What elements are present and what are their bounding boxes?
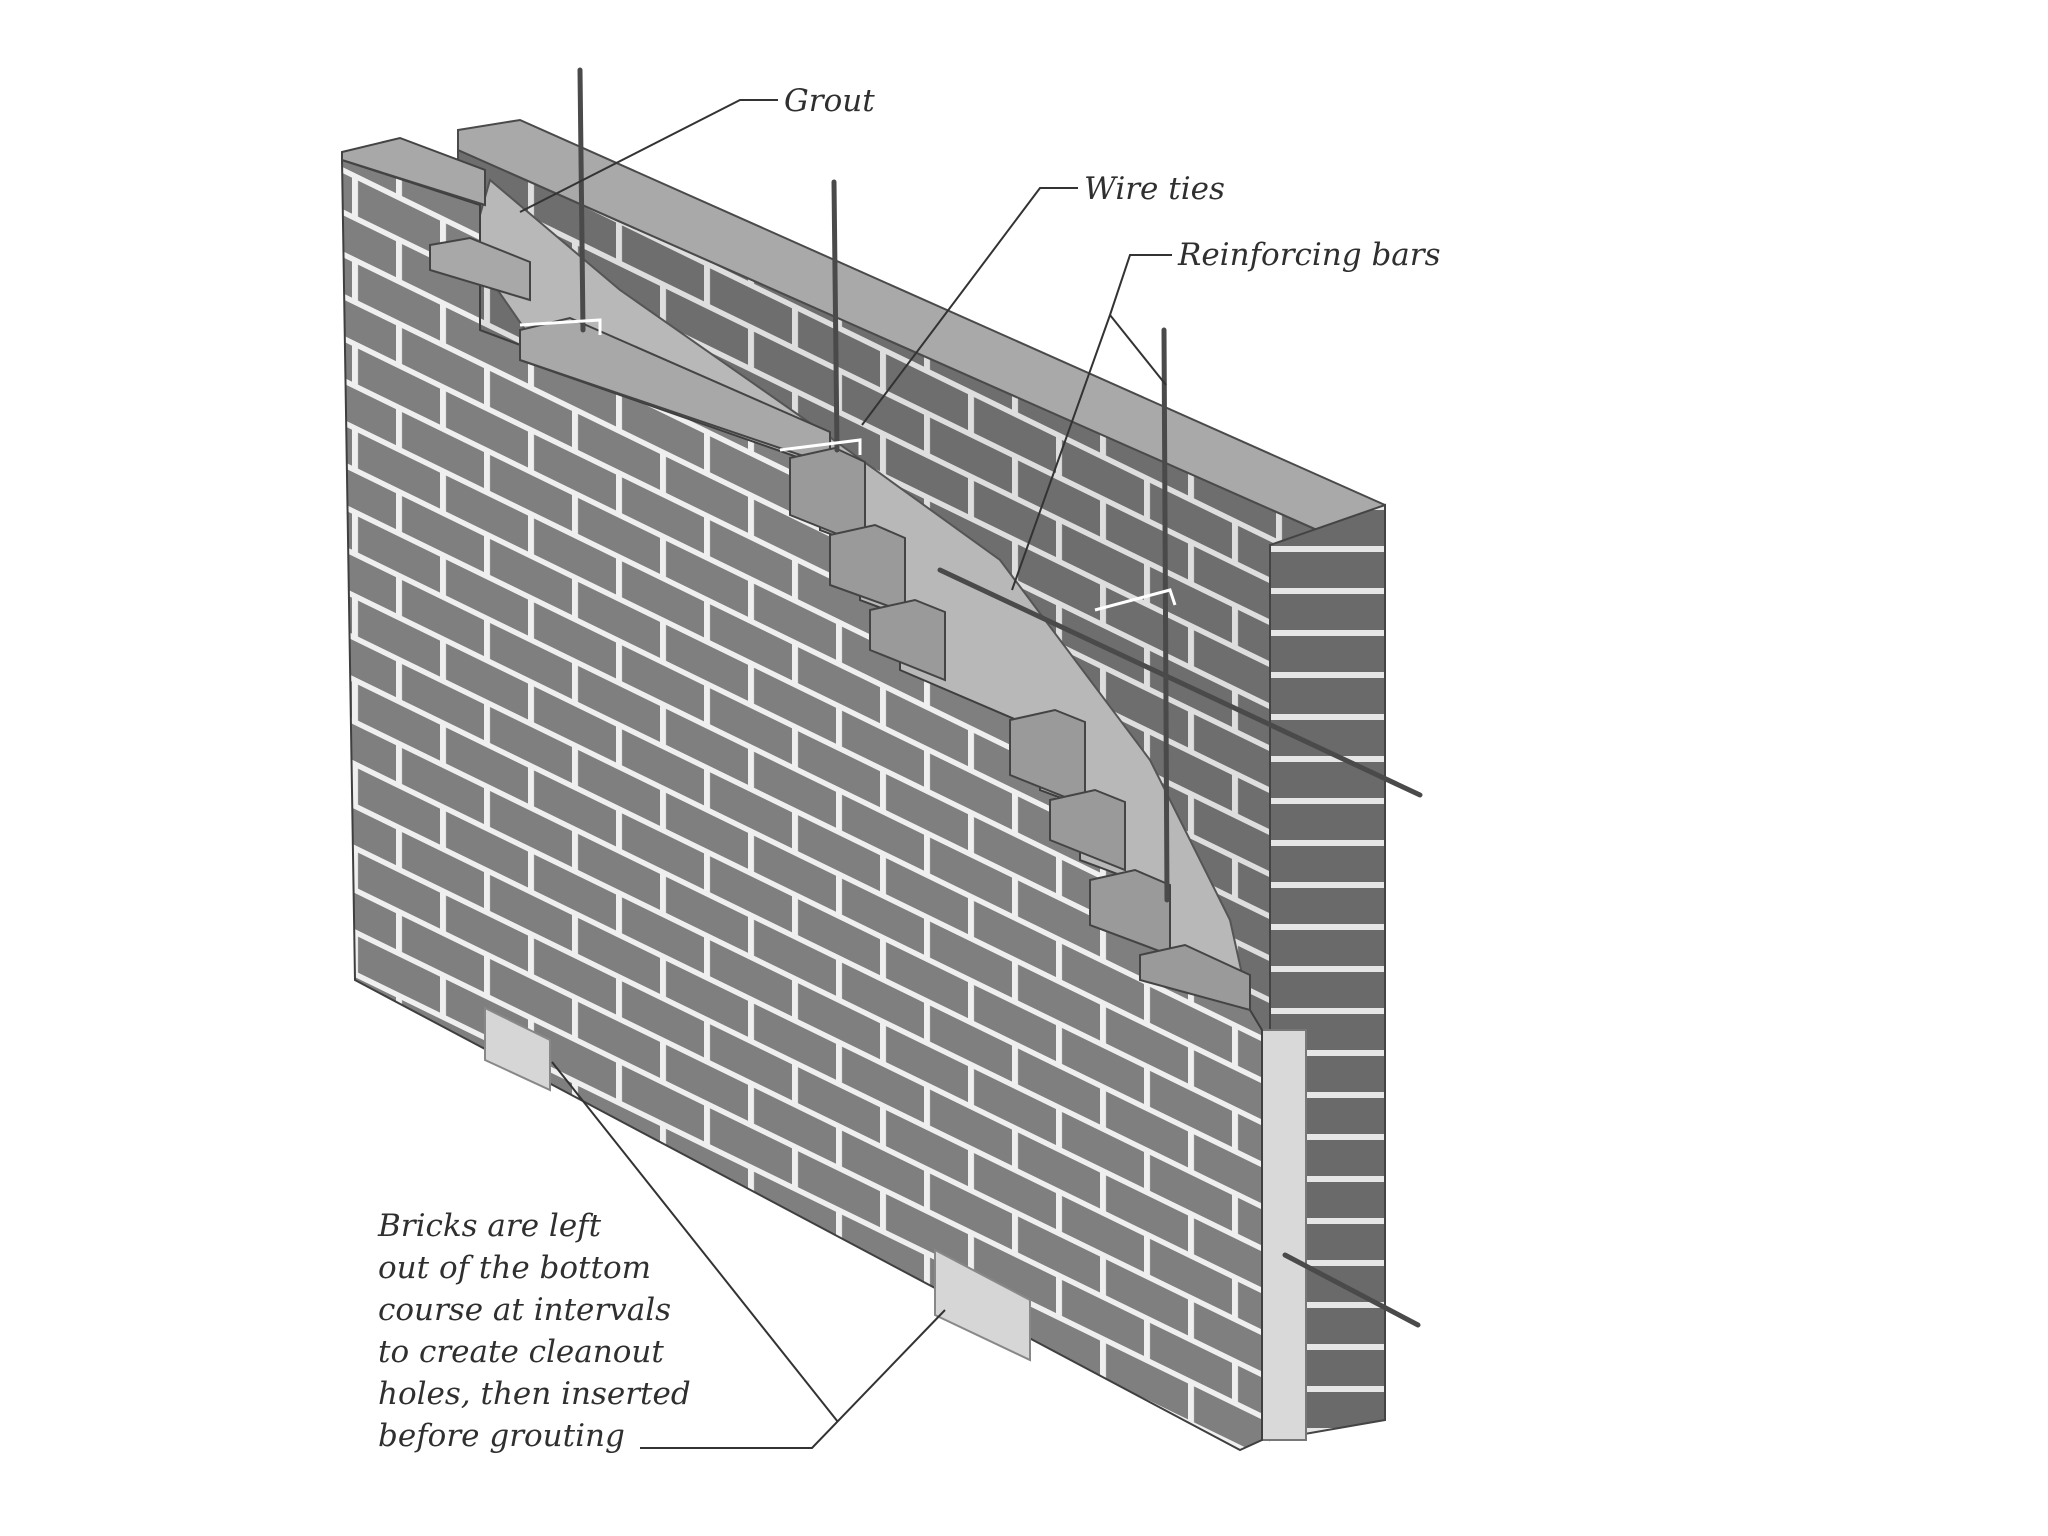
cleanout-note: Bricks are left out of the bottom course… [378, 1205, 691, 1457]
grout-column [1261, 1029, 1307, 1441]
cleanout-note-line-3: course at intervals [378, 1292, 672, 1328]
wire-tie-2 [779, 438, 862, 455]
vertical-rebar-2 [831, 179, 840, 453]
cleanout-hole-right [934, 1248, 1031, 1362]
cleanout-leader [640, 1309, 946, 1449]
reinforcing-bars-label: Reinforcing bars [1178, 237, 1441, 273]
front-top-step-8 [1049, 788, 1126, 872]
cleanout-leader-branch [551, 1061, 839, 1423]
front-top-step-2 [429, 236, 531, 302]
cleanout-note-line-6: before grouting [378, 1418, 625, 1454]
wire-tie-1 [519, 318, 602, 335]
front-top-step-9 [1089, 868, 1171, 957]
wire-ties-leader [861, 187, 1078, 426]
wire-ties-label: Wire ties [1084, 171, 1225, 207]
leader-lines [519, 99, 1172, 1449]
front-top-step-10 [1139, 943, 1251, 1012]
wire-ties [519, 318, 1177, 612]
front-top-step-4 [789, 446, 866, 547]
wire-tie-3 [1094, 588, 1177, 612]
reinforcing-bars-leader-branch [1109, 314, 1167, 386]
front-top-step-1 [341, 136, 486, 207]
front-top-step-7 [1009, 708, 1086, 807]
vertical-rebar-1 [577, 67, 586, 333]
cleanout-note-line-1: Bricks are left [378, 1208, 602, 1244]
cleanout-note-line-4: to create cleanout [378, 1334, 664, 1370]
horizontal-rebar-2 [1282, 1252, 1421, 1328]
grout-label: Grout [784, 83, 875, 119]
cleanout-hole-left [484, 1006, 551, 1092]
reinforcing-bars [577, 67, 1423, 1328]
cleanout-note-line-2: out of the bottom [378, 1250, 652, 1286]
cleanout-note-line-5: holes, then inserted [378, 1376, 691, 1412]
vertical-rebar-3 [1161, 327, 1170, 903]
front-wythe [340, 136, 1263, 1452]
reinforcing-bars-leader [1011, 254, 1172, 591]
grout-leader [519, 99, 778, 213]
horizontal-rebar-1 [937, 567, 1423, 798]
front-top-step-6 [869, 598, 946, 682]
front-top-step-5 [829, 523, 906, 614]
